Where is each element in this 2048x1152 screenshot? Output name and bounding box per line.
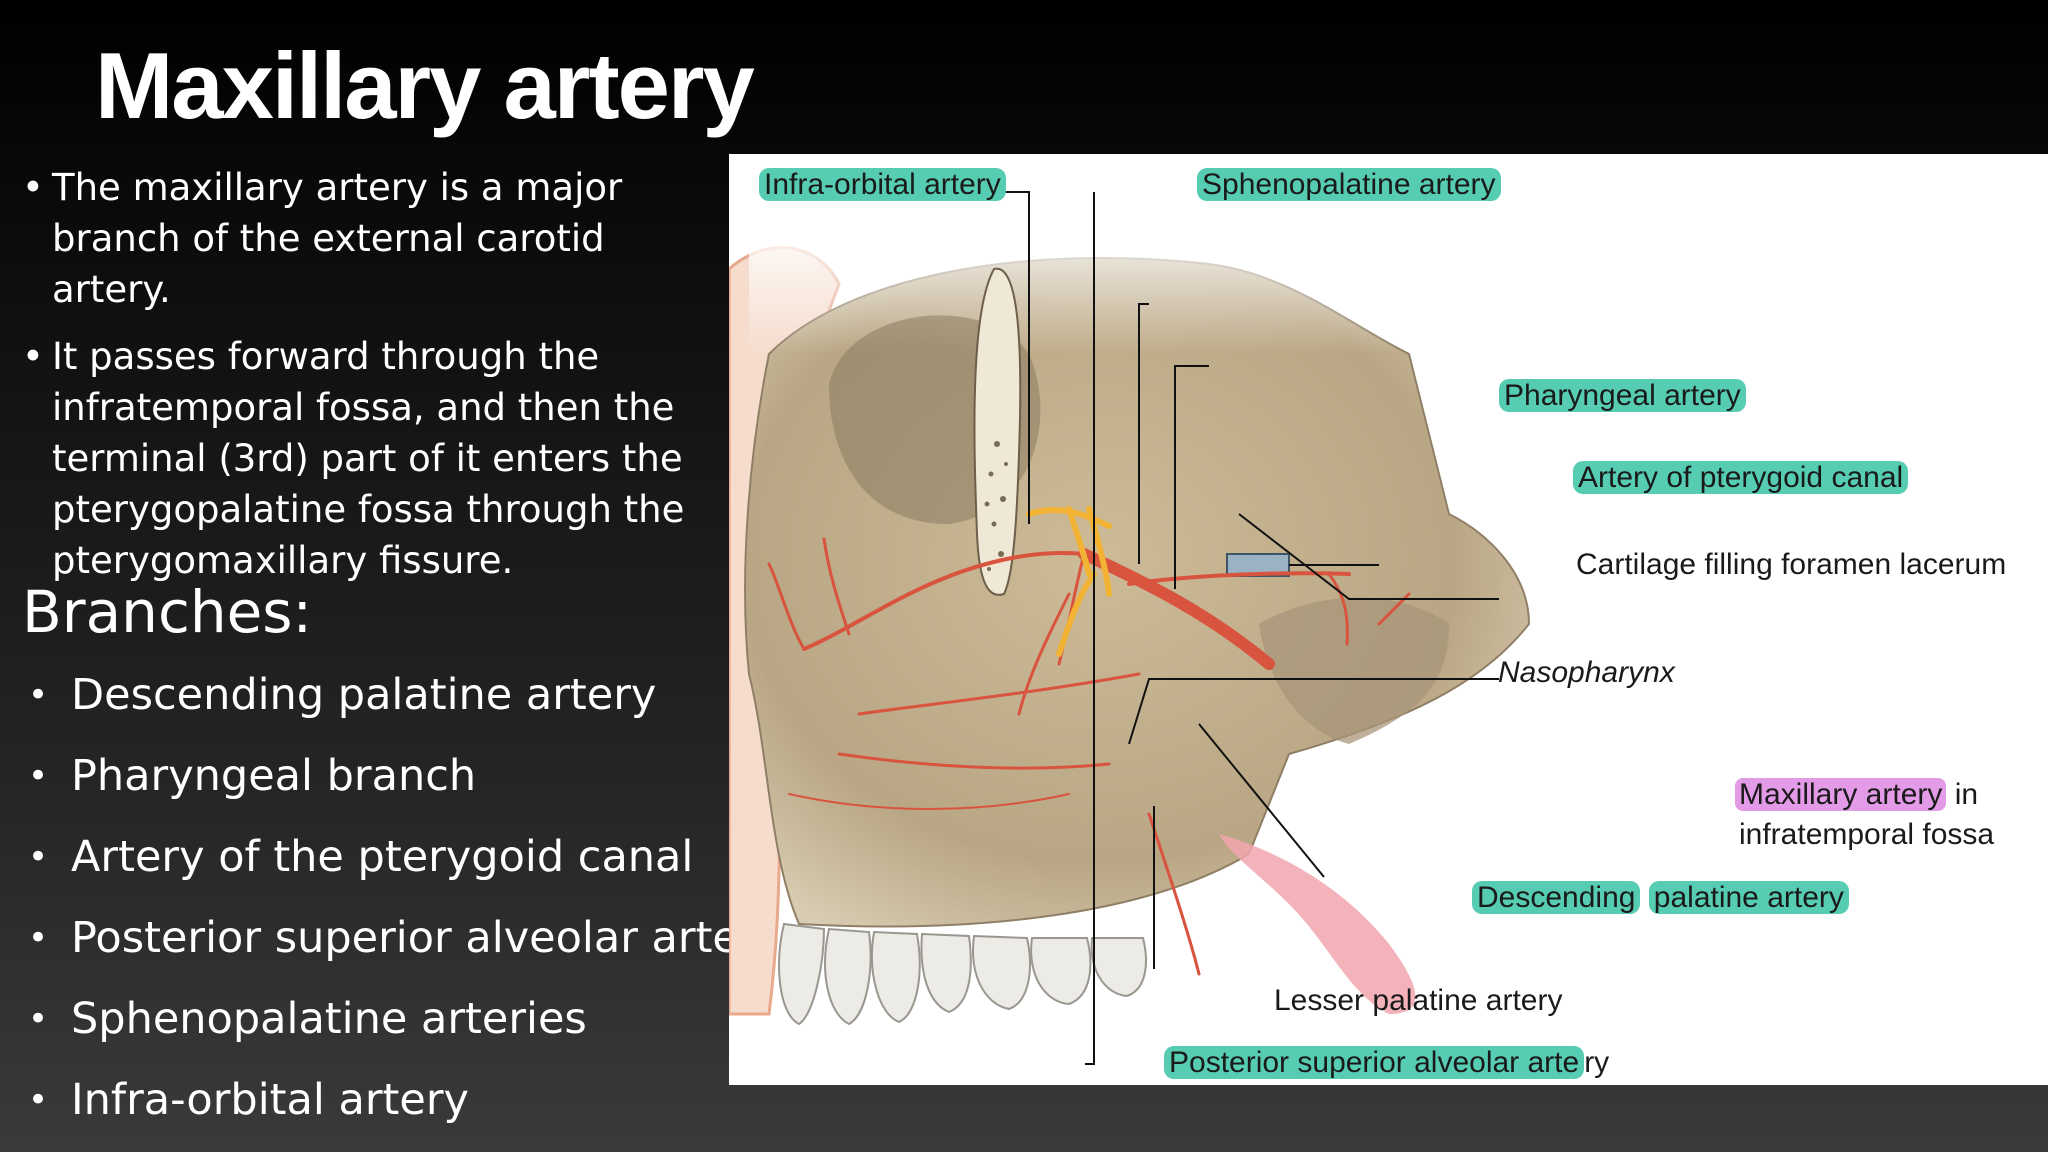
label-artery-of-pterygoid-canal: Artery of pterygoid canal [1573,459,1909,497]
leader-pharyngeal [1138,303,1149,564]
label-maxillary-artery: Maxillary artery in [1735,776,1978,814]
branch-item: •Posterior superior alveolar artery [28,909,782,990]
label-infratemporal-fossa: infratemporal fossa [1739,818,1995,851]
bullet: • [28,837,49,877]
skull-fade [749,214,1549,354]
bullet: • [22,335,44,378]
bullet: • [28,675,49,715]
anatomy-figure: Infra-orbital artery Sphenopalatine arte… [729,154,2048,1085]
label-infra-orbital-artery: Infra-orbital artery [759,166,1006,204]
bullet: • [28,918,49,958]
bone-section [973,267,1022,596]
page-title: Maxillary artery [95,33,755,138]
maxillary-artery-trunk [1078,548,1275,670]
leader-lines [954,191,1499,1065]
intro-list: •The maxillary artery is a major branch … [22,162,722,602]
branch-item: •Infra-orbital artery [28,1071,782,1152]
label-lesser-palatine-artery: Lesser palatine artery [1274,984,1563,1017]
branch-item: •Pharyngeal branch [28,747,782,828]
nerve-bundle [1026,506,1112,657]
leader-sphenopalatine [1085,192,1095,1065]
label-sphenopalatine-artery: Sphenopalatine artery [1197,166,1501,204]
bullet: • [28,756,49,796]
branch-item: •Sphenopalatine arteries [28,990,782,1071]
branches-heading: Branches: [22,578,313,646]
leader-descending-b [1198,723,1325,878]
label-descending-palatine-artery: Descending palatine artery [1472,879,1849,917]
pterygoid-plate [1259,597,1449,744]
soft-palate [1219,834,1416,1014]
leader-pterygoid-canal [1174,365,1209,589]
branch-item: •Descending palatine artery [28,666,782,747]
artery-tree [767,537,1411,976]
intro-item: •The maxillary artery is a major branch … [22,162,722,315]
teeth [778,922,1147,1026]
bullet: • [28,1080,49,1120]
intro-item: •It passes forward through the infratemp… [22,331,722,586]
label-nasopharynx: Nasopharynx [1498,656,1675,689]
bullet: • [22,166,44,209]
bone-section-pores [984,441,1008,571]
branch-item: •Artery of the pterygoid canal [28,828,782,909]
label-pharyngeal-artery: Pharyngeal artery [1499,377,1746,415]
leader-descending [1128,678,1499,745]
leader-maxillary [1238,513,1499,600]
bullet: • [28,999,49,1039]
label-cartilage-foramen-lacerum: Cartilage filling foramen lacerum [1576,548,2007,581]
branches-list: •Descending palatine artery •Pharyngeal … [28,666,782,1152]
skull-illustration [729,191,1549,1065]
